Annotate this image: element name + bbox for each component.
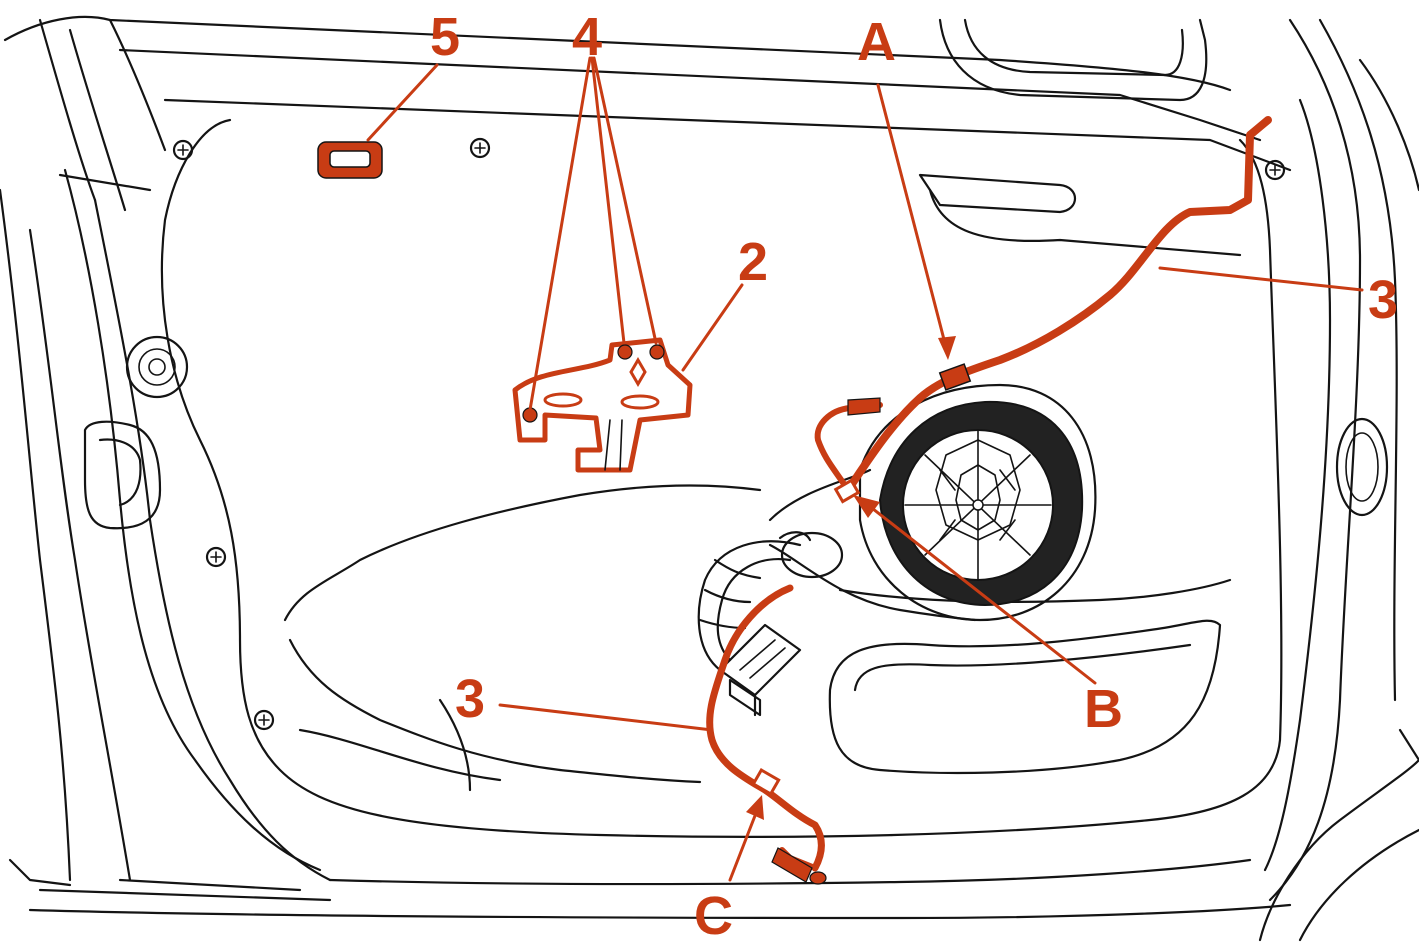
screws <box>172 137 1286 731</box>
grommet-icon <box>125 335 189 399</box>
screw-icon <box>205 546 227 568</box>
screw-icon <box>1264 159 1286 181</box>
connector-icon <box>718 623 802 717</box>
plug-5 <box>317 141 383 179</box>
highlighted-parts <box>317 116 1272 885</box>
wiring-loom <box>697 531 844 717</box>
screw-icon <box>172 139 194 161</box>
callout-3-left: 3 <box>455 669 485 729</box>
callout-labels: 5 4 A 2 3 3 B C <box>430 7 1398 946</box>
bracket-2 <box>512 337 693 473</box>
screw-icon <box>469 137 491 159</box>
screw-icon <box>253 709 275 731</box>
callout-2: 2 <box>738 232 768 292</box>
callout-A: A <box>857 12 896 72</box>
door-frame <box>0 15 1419 942</box>
clip-icon <box>938 363 972 391</box>
grommet-icon <box>1335 417 1389 517</box>
speaker-icon <box>768 383 1097 622</box>
callout-5: 5 <box>430 7 460 67</box>
callout-B: B <box>1084 679 1123 739</box>
clip-icon <box>833 478 861 504</box>
callout-4: 4 <box>572 7 602 67</box>
callout-C: C <box>694 886 733 946</box>
leader-lines <box>366 56 1364 882</box>
callout-3-right: 3 <box>1368 270 1398 330</box>
clip-icon <box>751 768 781 796</box>
